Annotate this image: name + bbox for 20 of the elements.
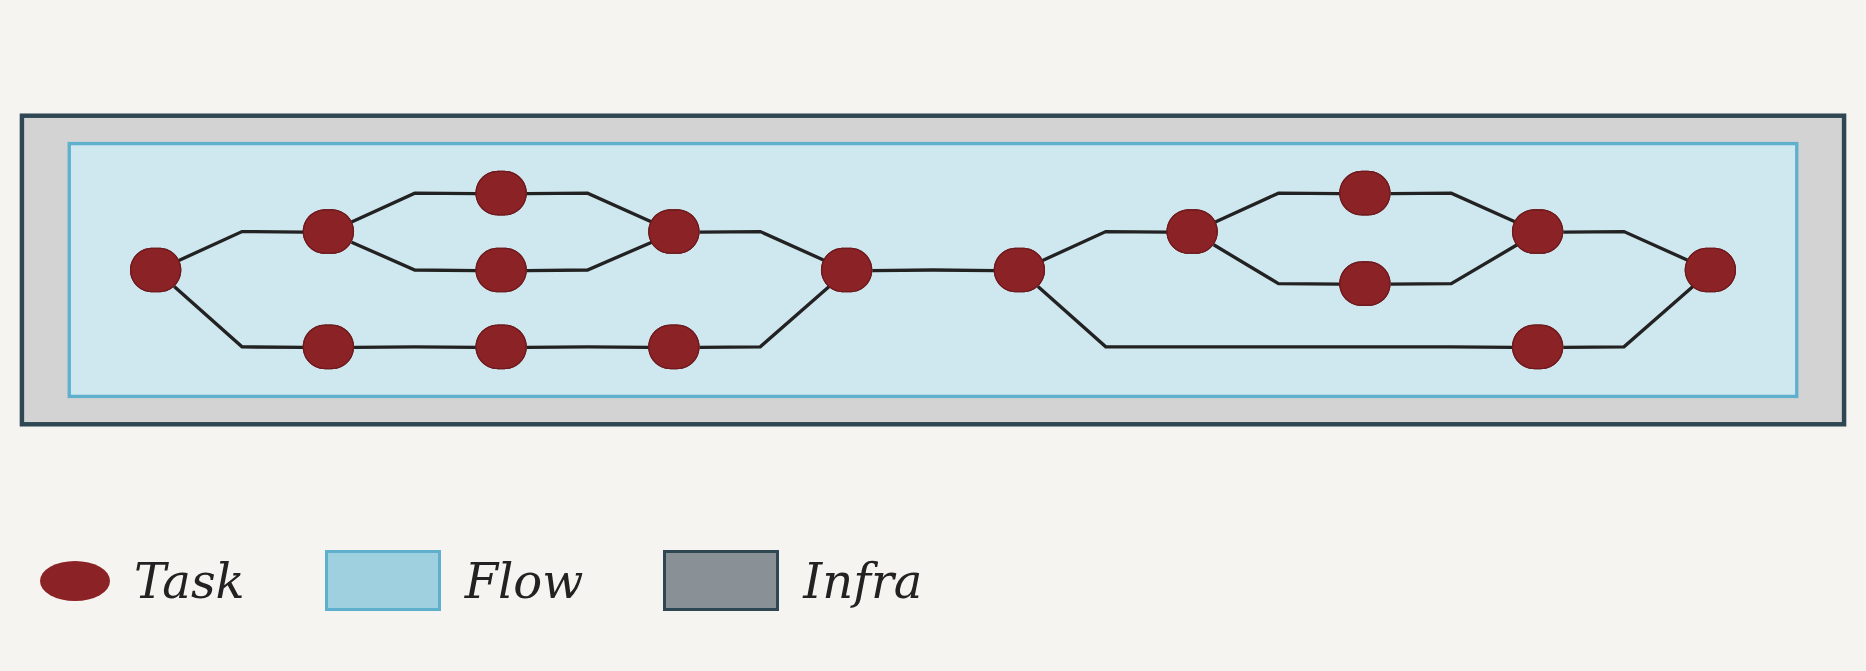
connector — [526, 240, 653, 273]
legend-label: Task — [134, 552, 245, 609]
connector — [178, 229, 304, 262]
connector — [699, 285, 831, 350]
connector — [173, 285, 304, 350]
connector — [350, 240, 477, 273]
connector — [354, 345, 477, 350]
connector — [1563, 229, 1689, 262]
connector — [350, 191, 477, 224]
legend-label: Infra — [803, 552, 923, 609]
connector — [1390, 191, 1517, 224]
connector — [699, 229, 826, 262]
connector — [526, 191, 653, 224]
connector — [1390, 243, 1518, 286]
cluster — [19, 113, 1847, 427]
connector — [872, 268, 995, 273]
legend-label: Flow — [464, 552, 584, 609]
cluster — [67, 141, 1799, 399]
connector — [1041, 229, 1168, 262]
connector — [1563, 285, 1694, 350]
